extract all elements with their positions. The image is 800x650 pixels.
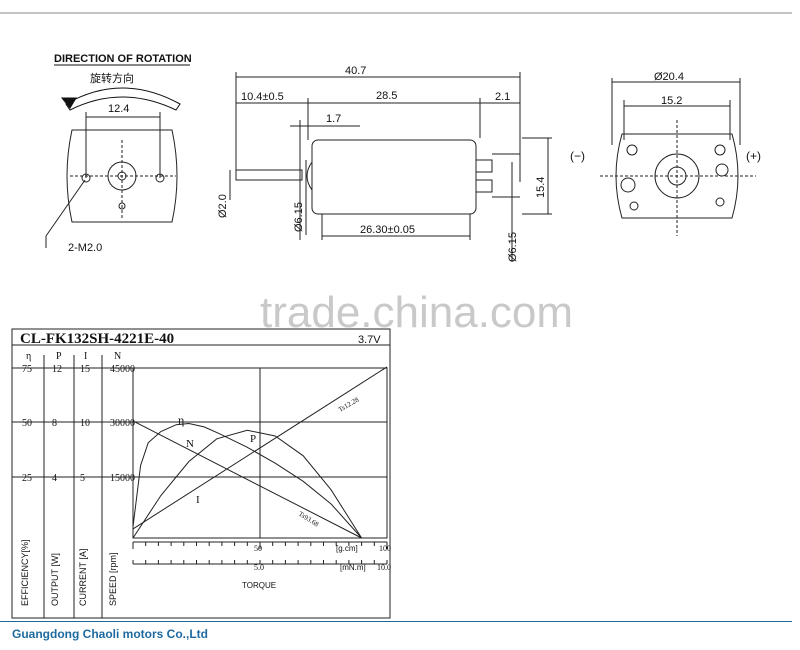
y-tick-label: 5 xyxy=(80,473,85,484)
y-tick-label: 15000 xyxy=(110,473,135,484)
y-tick-label: 30000 xyxy=(110,418,135,429)
series-label-i: I xyxy=(196,494,200,506)
x-unit-mnm: [mN.m] xyxy=(340,563,366,572)
front-width-dim: 12.4 xyxy=(108,103,129,115)
shaft-length: 10.4±0.5 xyxy=(241,91,284,103)
series-label-eta: η xyxy=(178,413,184,427)
y-axis-label: CURRENT [A] xyxy=(78,549,88,606)
company-name: Guangdong Chaoli motors Co.,Ltd xyxy=(12,627,208,641)
body-length: 28.5 xyxy=(376,90,397,102)
y-tick-label: 50 xyxy=(22,418,32,429)
series-label-p: P xyxy=(250,433,256,445)
y-tick-label: 8 xyxy=(52,418,57,429)
annotation-ts2: Ts93.68 xyxy=(297,510,321,529)
terminal-diameter: Ø6.15 xyxy=(507,232,519,262)
series-line-n xyxy=(132,420,362,539)
y-tick-label: 45000 xyxy=(110,364,135,375)
y-tick-label: 4 xyxy=(52,473,57,484)
x-tick-label: 5.0 xyxy=(254,563,264,572)
x-tick-label: 100 xyxy=(379,544,391,553)
x-tick-label: 10.0 xyxy=(377,563,391,572)
overall-length: 40.7 xyxy=(345,65,366,77)
y-axis-label: OUTPUT [W] xyxy=(50,553,60,606)
x-tick-label: 50 xyxy=(254,544,262,553)
small-dim: 1.7 xyxy=(326,113,341,125)
y-axis-symbol: N xyxy=(114,351,121,362)
performance-chart: CL-FK132SH-4221E-40 3.7V η 75 50 25EFFICIEN… xyxy=(11,328,391,619)
front-view: DIRECTION OF ROTATION 旋转方向 12.4 2-M2.0 xyxy=(45,53,192,254)
y-axis-label: EFFICIENCY[%] xyxy=(20,539,30,606)
y-tick-label: 15 xyxy=(80,364,90,375)
boss-diameter: Ø6.15 xyxy=(293,202,305,232)
rear-width: 15.2 xyxy=(661,95,682,107)
negative-label: (−) xyxy=(570,149,585,163)
chart-model: CL-FK132SH-4221E-40 xyxy=(20,331,174,347)
height-dim: 15.4 xyxy=(535,177,547,198)
rear-view: Ø20.4 15.2 (−) (+) xyxy=(570,71,761,236)
rotation-title-cn: 旋转方向 xyxy=(90,71,134,85)
body-tolerance: 26.30±0.05 xyxy=(360,224,415,236)
technical-drawing: DIRECTION OF ROTATION 旋转方向 12.4 2-M2.0 4… xyxy=(0,12,792,262)
y-tick-label: 75 xyxy=(22,364,32,375)
terminal-length: 2.1 xyxy=(495,91,510,103)
hole-label: 2-M2.0 xyxy=(68,242,102,254)
series-line-p xyxy=(132,429,363,539)
annotation-ts1: Ts12.28 xyxy=(337,395,361,413)
y-tick-label: 12 xyxy=(52,364,62,375)
chart-voltage: 3.7V xyxy=(358,334,381,346)
shaft-diameter: Ø2.0 xyxy=(217,194,229,218)
y-tick-label: 10 xyxy=(80,418,90,429)
y-axis-symbol: I xyxy=(84,351,87,362)
side-view: 40.7 10.4±0.5 28.5 2.1 1.7 15.4 Ø6.15 Ø2… xyxy=(217,65,552,262)
rear-diameter: Ø20.4 xyxy=(654,71,684,83)
rotation-arrow-icon xyxy=(65,87,181,111)
x-unit-gcm: [g.cm] xyxy=(336,544,358,553)
series-label-n: N xyxy=(186,438,194,450)
x-axis-label: TORQUE xyxy=(242,581,276,590)
y-axis-symbol: η xyxy=(26,351,31,362)
y-axis-symbol: P xyxy=(56,351,62,362)
series-line-eta xyxy=(132,422,362,539)
positive-label: (+) xyxy=(746,149,761,163)
footer-rule xyxy=(0,621,792,622)
series-line-i xyxy=(132,366,388,530)
y-axis-label: SPEED [rpm] xyxy=(108,552,118,606)
rotation-title: DIRECTION OF ROTATION xyxy=(54,53,192,65)
y-tick-label: 25 xyxy=(22,473,32,484)
